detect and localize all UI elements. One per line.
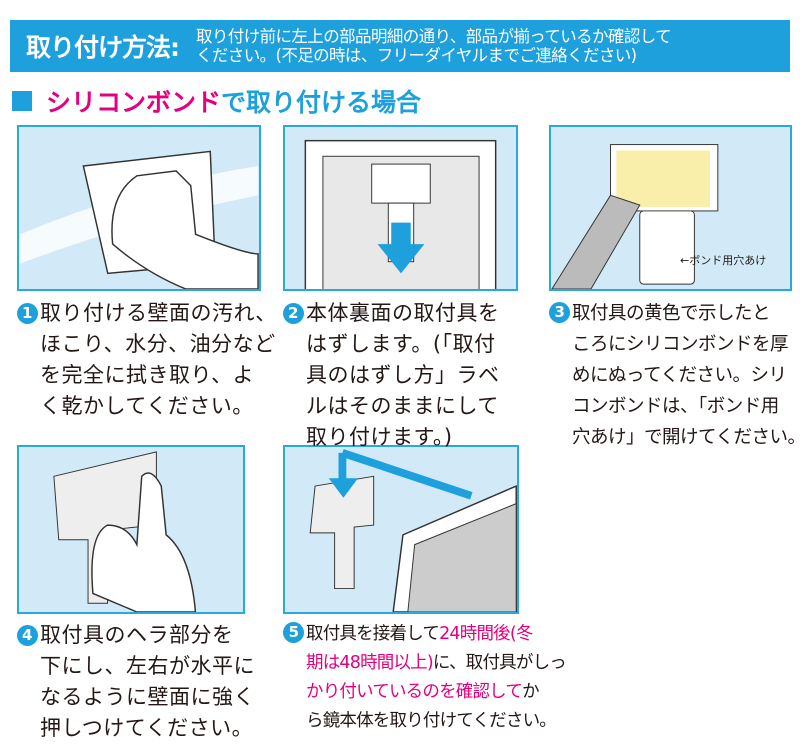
step-number-badge: 1 [17,303,38,324]
header-description: 取り付け前に左上の部品明細の通り、部品が揃っているか確認して ください。(不足の… [196,27,672,65]
step5-illustration [283,445,519,614]
square-bullet-icon [12,91,32,111]
header-title: 取り付け方法: [26,33,180,62]
section-title: シリコンボンドで取り付ける場合 [12,83,421,119]
step1-illustration [17,125,261,291]
step-number-badge: 4 [17,625,38,646]
step3-illustration [549,125,792,291]
step4-illustration [17,445,245,614]
step-number-badge: 2 [283,303,304,324]
step-number-badge: 3 [549,302,570,323]
step2-illustration [283,125,518,291]
bond-hole-label: ←ボンド用穴あけ [680,254,767,267]
instructions-header: 取り付け方法: 取り付け前に左上の部品明細の通り、部品が揃っているか確認して く… [10,20,790,72]
step-number-badge: 5 [283,622,304,643]
